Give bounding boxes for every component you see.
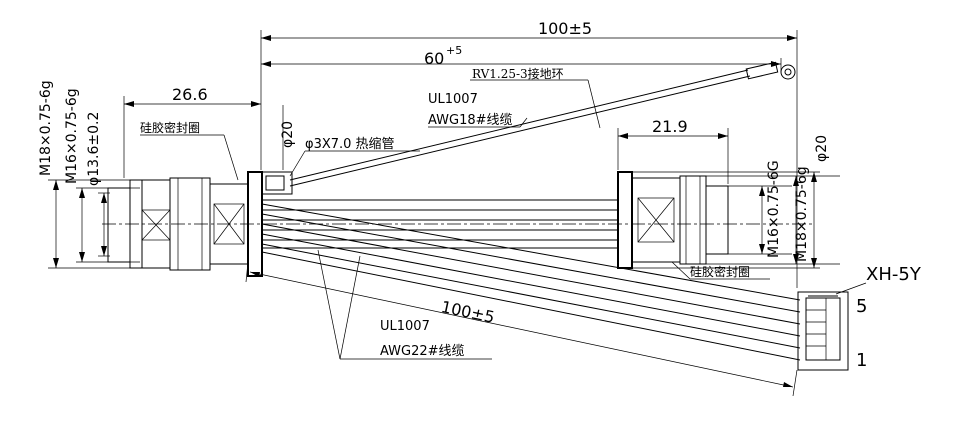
ground-wire-gauge-label: AWG18#线缆 <box>428 112 513 128</box>
heat-shrink-label: φ3X7.0 热缩管 <box>305 136 395 152</box>
right-vertical-dimensions: M16×0.75-6G M18×0.75-6g φ20 <box>632 135 840 269</box>
xh-connector-label: XH-5Y <box>866 264 922 285</box>
left-dim-m16: M16×0.75-6g <box>64 88 80 184</box>
left-connector-length-dimension: 26.6 <box>123 85 261 178</box>
ground-terminal-leader <box>587 79 601 129</box>
right-dim-dia20: φ20 <box>814 135 830 162</box>
ground-wire-length-label: 60 <box>424 49 444 68</box>
main-wire-bundle <box>262 199 618 249</box>
right-seal-label: 硅胶密封圈 <box>690 264 750 279</box>
left-seal-label: 硅胶密封圈 <box>140 120 200 135</box>
lower-wire-type-label: UL1007 <box>380 319 430 334</box>
left-dim-dia: φ13.6±0.2 <box>86 112 102 186</box>
right-dim-m16: M16×0.75-6G <box>766 160 782 258</box>
pin-last-label: 5 <box>856 296 867 317</box>
lower-wire-length-dimension: 100±5 <box>245 261 798 397</box>
right-connector-length-label: 21.9 <box>652 117 688 136</box>
diagonal-wire-bundle <box>261 203 801 361</box>
right-connector-length-dimension: 21.9 <box>617 117 729 184</box>
pin-first-label: 1 <box>856 350 867 371</box>
lower-wire-length-label: 100±5 <box>439 297 496 327</box>
ground-terminal-label: RV1.25-3接地环 <box>472 66 564 81</box>
ground-wire-type-label: UL1007 <box>428 92 478 107</box>
left-dim-m18: M18×0.75-6g <box>38 80 54 176</box>
lower-wire-gauge-label: AWG22#线缆 <box>380 343 465 359</box>
overall-length-dimension: 100±5 <box>260 19 798 288</box>
left-dia20-label: φ20 <box>280 121 296 148</box>
left-vertical-dimensions: M18×0.75-6g M16×0.75-6g φ13.6±0.2 <box>38 80 140 269</box>
overall-length-label: 100±5 <box>538 19 592 38</box>
left-connector-length-label: 26.6 <box>172 85 208 104</box>
ground-wire-tolerance-label: +5 <box>446 44 462 57</box>
right-dim-m18: M18×0.75-6g <box>794 166 810 262</box>
right-connector <box>617 171 729 269</box>
xh-connector <box>797 291 849 371</box>
ground-wire <box>289 61 779 187</box>
ring-terminal-icon <box>780 64 796 80</box>
